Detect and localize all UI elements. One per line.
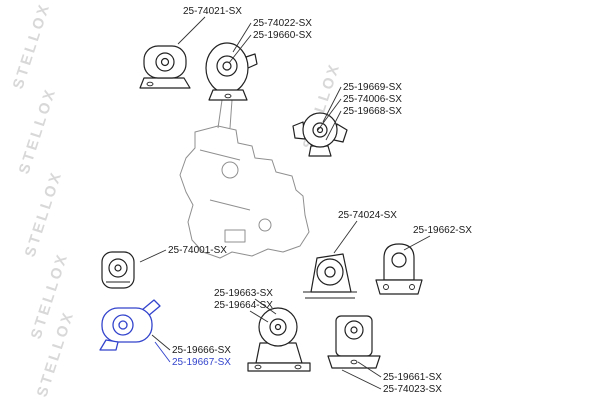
watermark-text: STELLOX [22,168,66,259]
mount-illustration-25-74022 [205,42,258,101]
part-label-highlighted[interactable]: 25-19667-SX [172,357,231,368]
leader-line [254,298,277,315]
mount-illustration-25-19661 [327,315,381,369]
leader-line [151,334,171,351]
mount-illustration-25-74021 [139,45,191,89]
part-label: 25-19666-SX [172,345,231,356]
part-label: 25-74024-SX [338,210,397,221]
leader-line [341,369,382,390]
mount-illustration-25-19669 [292,112,348,157]
part-label: 25-19660-SX [253,30,312,41]
mount-illustration-25-19663 [247,307,311,372]
part-label: 25-74022-SX [253,18,312,29]
leader-line [317,98,342,131]
leader-line [322,86,342,123]
part-label: 25-74023-SX [383,384,442,395]
leader-line [232,22,252,53]
mount-illustration-25-74001 [101,251,135,289]
mount-illustration-25-74024 [303,253,357,299]
mount-illustration-25-19667-highlighted [99,299,161,351]
part-label: 25-74021-SX [183,6,242,17]
part-label: 25-19669-SX [343,82,402,93]
part-label: 25-74006-SX [343,94,402,105]
leader-line [177,16,206,45]
part-label: 25-74001-SX [168,245,227,256]
mount-illustration-25-19662 [375,243,423,295]
leader-line [357,361,382,378]
leader-line-highlighted [154,341,171,363]
part-label: 25-19662-SX [413,225,472,236]
part-label: 25-19661-SX [383,372,442,383]
leader-line [325,110,342,141]
engine-block-drawing [179,99,310,259]
part-label: 25-19663-SX [214,288,273,299]
leader-line [228,34,252,64]
watermark-text: STELLOX [16,85,60,176]
part-label: 25-19668-SX [343,106,402,117]
part-label: 25-19664-SX [214,300,273,311]
leader-line [249,310,269,323]
leader-line [139,249,167,263]
leader-line [403,235,431,251]
leader-line [333,220,358,254]
watermark-text: STELLOX [10,0,54,91]
